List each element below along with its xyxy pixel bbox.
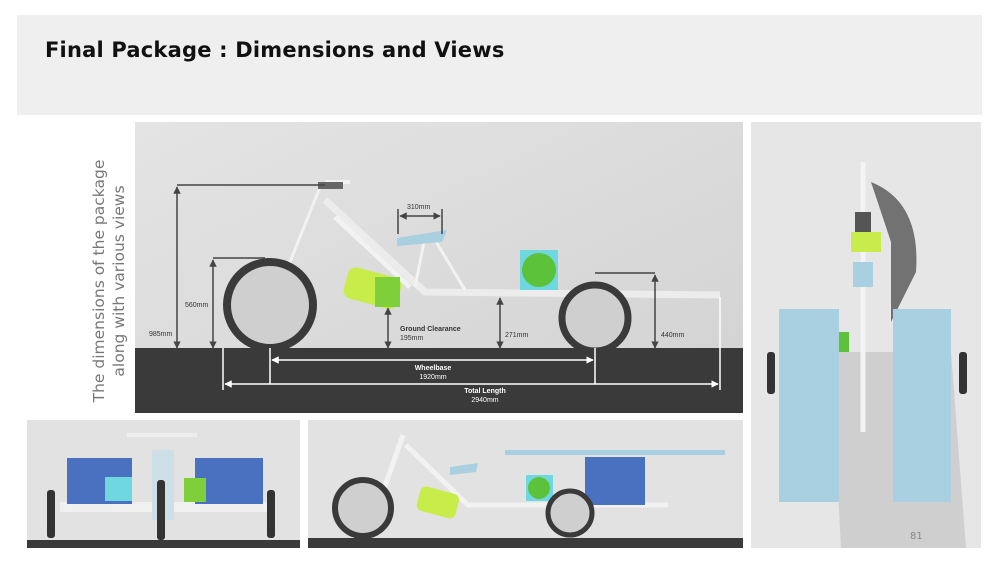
dim-seat-width: 310mm	[407, 204, 431, 211]
dim-wheel-height: 560mm	[185, 302, 209, 309]
dim-total-height: 985mm	[149, 331, 173, 338]
dim-wheelbase-value: 1920mm	[419, 374, 446, 381]
page-title: Final Package : Dimensions and Views	[45, 38, 505, 62]
side-caption-text: The dimensions of the package along with…	[90, 159, 128, 403]
dim-wheelbase-label: Wheelbase	[415, 365, 452, 372]
dim-ground-clearance-label: Ground Clearance	[400, 326, 461, 333]
rear-wheel	[558, 281, 632, 355]
dim-total-length-value: 2940mm	[471, 397, 498, 404]
seat	[397, 230, 447, 246]
dim-rear-height: 440mm	[661, 332, 685, 339]
side-caption: The dimensions of the package along with…	[84, 150, 134, 412]
dim-frame-height: 271mm	[505, 332, 529, 339]
motor-block	[343, 267, 402, 309]
header-bar	[17, 15, 982, 115]
top-view-render	[751, 122, 981, 548]
handlebar	[318, 182, 343, 189]
page-number: 81	[910, 531, 923, 542]
dim-total-length-label: Total Length	[464, 388, 505, 395]
front-wheel	[223, 258, 317, 352]
side-view-dimensions: 985mm 560mm 310mm Ground Clearance 195mm…	[135, 122, 743, 413]
right-cargo-box	[893, 309, 951, 502]
left-cargo-box	[779, 309, 839, 502]
front-view-render	[27, 420, 300, 548]
side-view-render	[308, 420, 743, 548]
battery-cell	[522, 253, 556, 287]
dim-ground-clearance-value: 195mm	[400, 335, 424, 342]
